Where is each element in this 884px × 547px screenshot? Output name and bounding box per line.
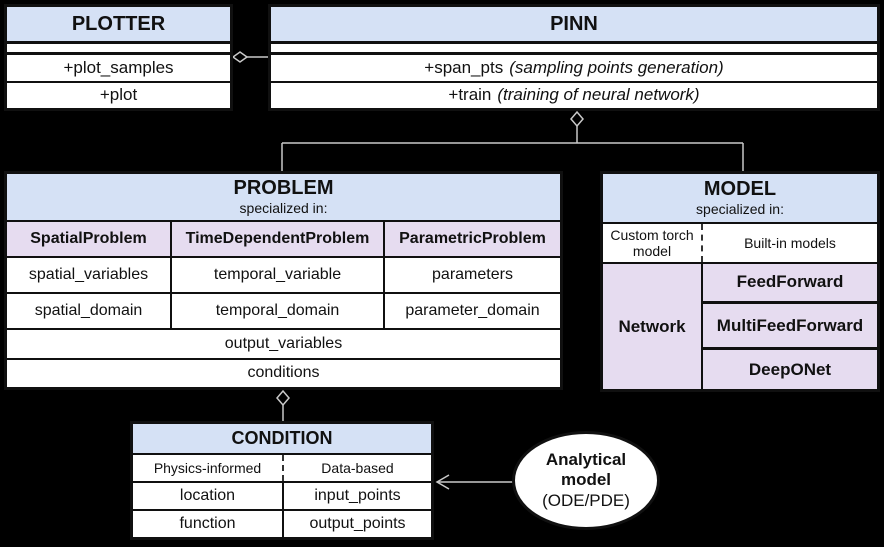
problem-row-output-variables: output_variables (7, 330, 560, 360)
problem-title: PROBLEM (233, 177, 334, 200)
problem-row-variables: spatial_variables temporal_variable para… (7, 258, 560, 294)
plotter-method-plot-samples: +plot_samples (7, 55, 230, 83)
cell-multifeedforward: MultiFeedForward (703, 303, 877, 351)
analytical-model-ellipse: Analytical model (ODE/PDE) (512, 431, 660, 530)
method-name: +train (448, 85, 492, 105)
subheader-data-based: Data-based (284, 455, 431, 481)
condition-title: CONDITION (133, 424, 431, 455)
analytical-line1: Analytical (545, 449, 627, 469)
analytical-line2: model (560, 470, 612, 490)
condition-row-2: function output_points (133, 511, 431, 537)
column-header-timedependent: TimeDependentProblem (172, 222, 385, 256)
pinn-empty-compartment (271, 44, 877, 55)
builtin-models-column: FeedForward MultiFeedForward DeepONet (703, 264, 877, 389)
subheader-custom-torch-model: Custom torch model (603, 224, 703, 262)
problem-column-headers: SpatialProblem TimeDependentProblem Para… (7, 222, 560, 258)
model-subtitle: specialized in: (696, 201, 784, 218)
aggregation-diamond-icon (231, 51, 249, 63)
pinn-method-span-pts: +span_pts (sampling points generation) (271, 55, 877, 83)
plotter-title: PLOTTER (7, 7, 230, 44)
model-body: Network FeedForward MultiFeedForward Dee… (603, 264, 877, 389)
subheader-built-in-models: Built-in models (703, 224, 877, 262)
plotter-empty-compartment (7, 44, 230, 55)
open-arrowhead-icon (435, 474, 450, 490)
plotter-method-plot: +plot (7, 82, 230, 108)
model-title: MODEL (703, 178, 777, 201)
pinn-class-box: PINN +span_pts (sampling points generati… (268, 4, 880, 111)
problem-row-conditions: conditions (7, 359, 560, 387)
problem-row-domains: spatial_domain temporal_domain parameter… (7, 294, 560, 330)
method-note: (training of neural network) (497, 85, 700, 105)
aggregation-diamond-icon (276, 389, 290, 407)
pinn-title: PINN (271, 7, 877, 44)
column-header-parametric: ParametricProblem (385, 222, 560, 256)
condition-subheaders: Physics-informed Data-based (133, 455, 431, 483)
condition-row-1: location input_points (133, 483, 431, 511)
problem-subtitle: specialized in: (239, 200, 328, 217)
cell-location: location (133, 483, 284, 509)
cell-temporal-domain: temporal_domain (172, 294, 385, 328)
model-header: MODEL specialized in: (603, 174, 877, 224)
analytical-line3: (ODE/PDE) (542, 490, 630, 510)
method-name: +span_pts (424, 57, 504, 77)
problem-class-box: PROBLEM specialized in: SpatialProblem T… (4, 171, 563, 390)
cell-function: function (133, 511, 284, 537)
method-note: (sampling points generation) (509, 57, 724, 77)
column-header-spatial: SpatialProblem (7, 222, 172, 256)
cell-spatial-variables: spatial_variables (7, 258, 172, 292)
cell-feedforward: FeedForward (703, 264, 877, 304)
cell-temporal-variable: temporal_variable (172, 258, 385, 292)
cell-spatial-domain: spatial_domain (7, 294, 172, 328)
cell-parameter-domain: parameter_domain (385, 294, 560, 328)
cell-network: Network (603, 264, 703, 389)
problem-header: PROBLEM specialized in: (7, 174, 560, 222)
plotter-class-box: PLOTTER +plot_samples +plot (4, 4, 233, 111)
cell-input-points: input_points (284, 483, 431, 509)
cell-output-points: output_points (284, 511, 431, 537)
aggregation-diamond-icon (570, 110, 584, 128)
subheader-physics-informed: Physics-informed (133, 455, 284, 481)
model-subheaders: Custom torch model Built-in models (603, 224, 877, 264)
pinn-method-train: +train (training of neural network) (271, 82, 877, 108)
model-class-box: MODEL specialized in: Custom torch model… (600, 171, 880, 392)
cell-parameters: parameters (385, 258, 560, 292)
condition-class-box: CONDITION Physics-informed Data-based lo… (130, 421, 434, 540)
cell-deeponet: DeepONet (703, 350, 877, 389)
